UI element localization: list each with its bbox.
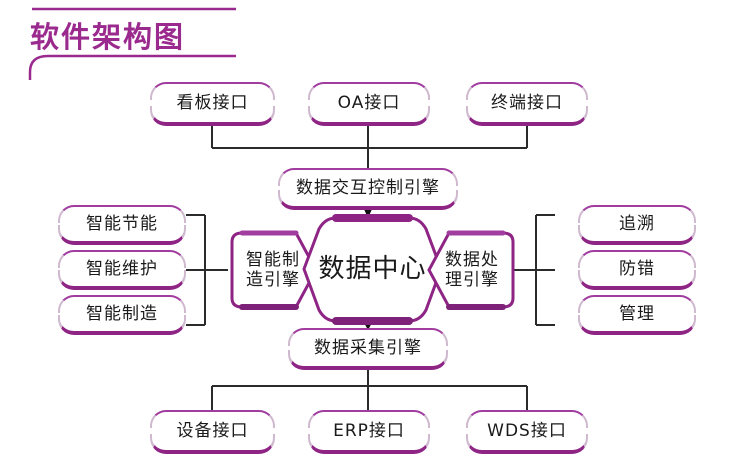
node-erp-interface[interactable]: ERP接口 bbox=[308, 410, 430, 454]
node-management[interactable]: 管理 bbox=[578, 295, 696, 335]
node-label-line1: 智能制 bbox=[246, 249, 300, 270]
node-smart-manufacturing[interactable]: 智能制造 bbox=[58, 295, 186, 335]
node-label-line2: 理引擎 bbox=[445, 270, 499, 290]
node-label: 智能制造 bbox=[86, 304, 158, 325]
node-label: WDS接口 bbox=[487, 421, 567, 442]
hexagon-shape-center bbox=[302, 214, 443, 325]
node-oa-interface[interactable]: OA接口 bbox=[308, 82, 430, 126]
node-label-line1: 数据处 bbox=[445, 249, 499, 270]
node-label: ERP接口 bbox=[333, 421, 405, 442]
hexagon-shape-left bbox=[230, 230, 318, 310]
node-label: 数据处 理引擎 bbox=[445, 250, 499, 291]
node-label: 数据交互控制引擎 bbox=[296, 178, 440, 199]
node-data-center[interactable]: 数据中心 bbox=[300, 213, 445, 326]
node-label-line2: 造引擎 bbox=[246, 270, 300, 290]
node-label: 智能制 造引擎 bbox=[246, 250, 300, 291]
node-smart-manufacturing-engine[interactable]: 智能制 造引擎 bbox=[228, 230, 318, 310]
node-label: 防错 bbox=[619, 259, 655, 280]
node-label: 管理 bbox=[619, 304, 655, 325]
page-title: 软件架构图 bbox=[30, 20, 186, 54]
node-terminal-interface[interactable]: 终端接口 bbox=[466, 82, 588, 126]
node-wds-interface[interactable]: WDS接口 bbox=[466, 410, 588, 454]
node-kanban-interface[interactable]: 看板接口 bbox=[150, 82, 275, 126]
node-label: OA接口 bbox=[337, 93, 401, 114]
node-data-collection-engine[interactable]: 数据采集引擎 bbox=[288, 328, 448, 370]
node-error-prevention[interactable]: 防错 bbox=[578, 250, 696, 290]
node-label: 终端接口 bbox=[491, 93, 563, 114]
node-equipment-interface[interactable]: 设备接口 bbox=[150, 410, 275, 454]
node-smart-energy-saving[interactable]: 智能节能 bbox=[58, 205, 186, 245]
hexagon-shape-right bbox=[427, 230, 515, 310]
node-label: 智能维护 bbox=[86, 259, 158, 280]
node-label: 看板接口 bbox=[176, 93, 249, 114]
node-label: 数据中心 bbox=[318, 253, 427, 284]
node-label: 设备接口 bbox=[176, 421, 249, 442]
node-data-processing-engine[interactable]: 数据处 理引擎 bbox=[427, 230, 517, 310]
node-data-interaction-control-engine[interactable]: 数据交互控制引擎 bbox=[278, 168, 458, 210]
node-traceability[interactable]: 追溯 bbox=[578, 205, 696, 245]
node-label: 数据采集引擎 bbox=[314, 338, 422, 359]
node-label: 智能节能 bbox=[86, 214, 158, 235]
node-smart-maintenance[interactable]: 智能维护 bbox=[58, 250, 186, 290]
node-label: 追溯 bbox=[619, 214, 655, 235]
title-block: 软件架构图 bbox=[0, 0, 260, 101]
